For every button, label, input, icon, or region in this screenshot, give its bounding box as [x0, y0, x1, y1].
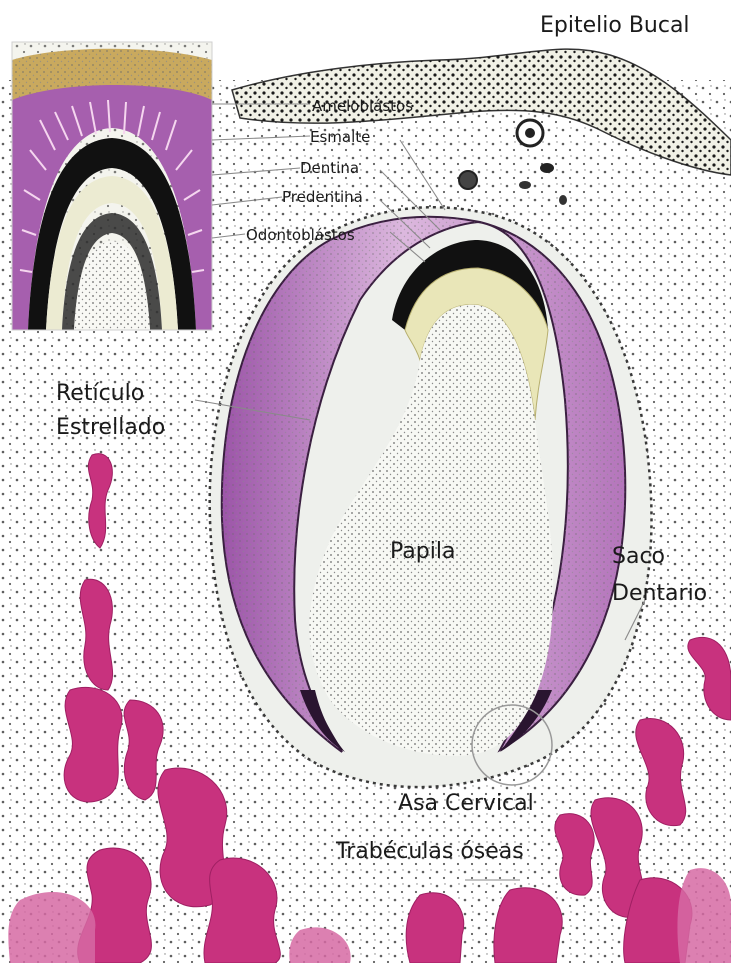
label-odontoblastos: Odontoblástos	[246, 226, 355, 244]
label-papila: Papila	[390, 539, 455, 564]
label-predentina: Predentina	[282, 188, 363, 206]
magnified-inset	[12, 42, 212, 330]
label-asa-cervical: Asa Cervical	[398, 791, 534, 816]
label-dentina: Dentina	[300, 159, 359, 177]
label-saco: Saco	[612, 544, 665, 569]
label-trabeculas: Trabéculas óseas	[335, 839, 524, 864]
label-estrellado: Estrellado	[56, 415, 165, 440]
label-epitelio-bucal: Epitelio Bucal	[540, 13, 690, 38]
label-dentario: Dentario	[612, 581, 707, 606]
label-ameloblastos: Ameloblástos	[312, 97, 413, 115]
label-esmalte: Esmalte	[310, 128, 370, 146]
label-reticulo: Retículo	[56, 381, 144, 406]
